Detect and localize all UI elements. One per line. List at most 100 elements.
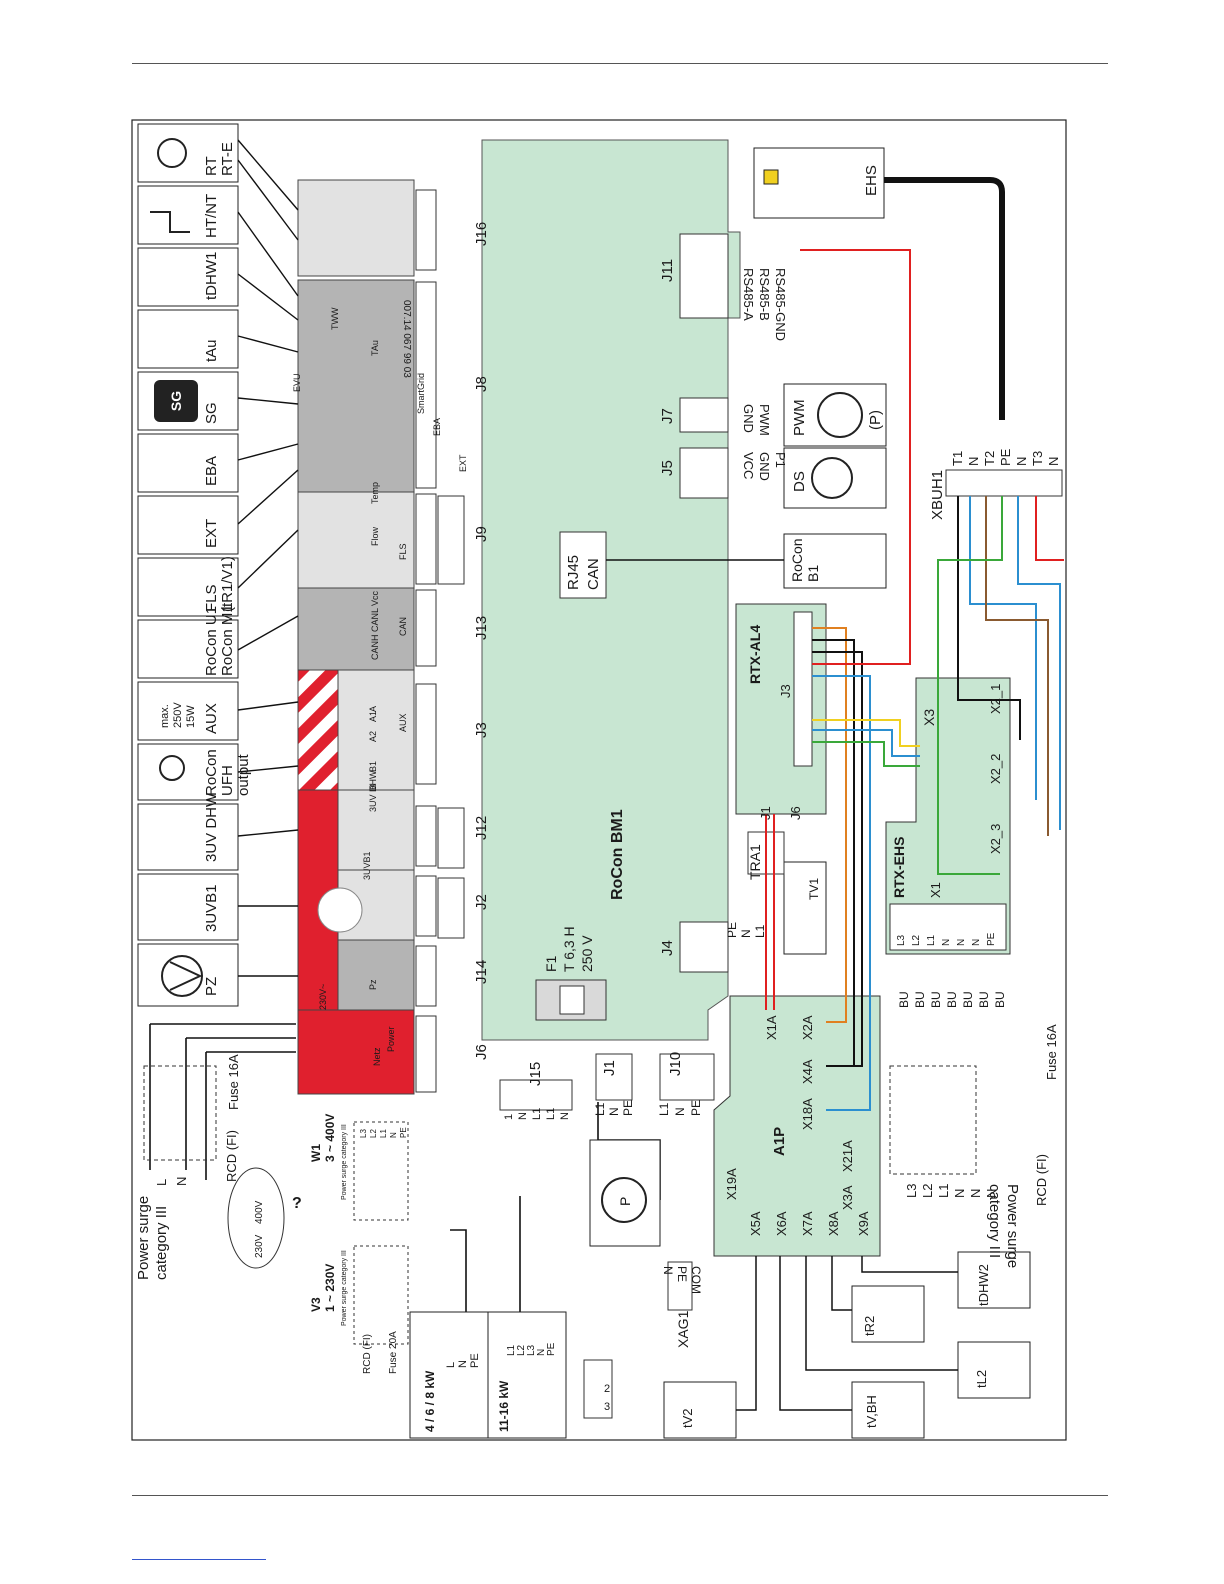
pwm-pin-1: PWM — [757, 404, 772, 436]
strip-label-18: B — [368, 784, 378, 790]
device-fls-0: FLS — [203, 584, 220, 612]
w1-0: W1 — [309, 1144, 323, 1162]
rcd-small: RCD (FI) — [362, 1334, 373, 1374]
j10-pin-0: L1 — [657, 1102, 671, 1116]
block-pin-1: 3 — [604, 1401, 610, 1413]
ds-sensor-circle — [811, 457, 853, 499]
terminal-column — [415, 189, 437, 1093]
strip-j9 — [297, 491, 415, 589]
device-htnt-0: HT/NT — [203, 194, 220, 238]
pump-circle — [601, 1177, 647, 1223]
terminal-j7: J7 — [659, 408, 676, 424]
v3-dashed-box — [353, 1245, 409, 1345]
device-rocon-u1-1: RoCon M1 — [219, 604, 236, 676]
j4-pin-1: N — [739, 929, 753, 938]
terminal-j12: J12 — [473, 816, 490, 840]
kw-large-pin-0: L1 — [506, 1344, 517, 1356]
a1p-term-x7a: X7A — [800, 1211, 815, 1236]
bu-label-5: BU — [977, 991, 991, 1008]
pump-box — [589, 1139, 661, 1247]
rtx-j1-label: J1 — [758, 806, 773, 820]
rj45-can — [559, 531, 607, 599]
sg-logo-text: SG — [168, 391, 184, 411]
xbuh1-pin-1: N — [966, 457, 981, 466]
w1-pin-4: PE — [399, 1127, 408, 1138]
strip-j14 — [337, 939, 415, 1011]
kw-large-pin-1: L2 — [516, 1344, 527, 1356]
strip-label-5: EXT — [458, 454, 468, 472]
x1-pin-2: L1 — [926, 934, 937, 946]
strip-label-13: A — [368, 706, 378, 712]
j1-pin-1: N — [607, 1107, 621, 1116]
kw-large-pin-2: L3 — [526, 1344, 537, 1356]
strip-label-0: EVU — [292, 373, 302, 392]
strip-label-6: Temp — [370, 482, 380, 504]
rcd-right: RCD (FI) — [1034, 1154, 1049, 1206]
fuse-right: Fuse 16A — [1044, 1024, 1059, 1080]
strip-label-17: B1 — [368, 761, 378, 772]
bu-label-2: BU — [929, 991, 943, 1008]
kw-small: 4 / 6 / 8 kW — [423, 1370, 437, 1432]
strip-label-3: SmartGrid — [416, 373, 426, 414]
strip-label-7: Flow — [370, 526, 380, 546]
rs485-1: RS485-B — [757, 268, 772, 321]
terminal-j13: J13 — [473, 616, 490, 640]
w1-pin-2: L1 — [379, 1129, 388, 1138]
w1-pin-3: N — [389, 1132, 398, 1138]
board-part-no: 007.14 067 99 03 — [401, 300, 412, 378]
sensor-1: tR2 — [862, 1316, 877, 1336]
surge-right-0: Power surge — [1004, 1184, 1021, 1268]
mains-right-4: N — [968, 1189, 983, 1198]
footer-rule — [132, 1495, 1108, 1496]
fuse-label-1: T 6,3 H — [561, 926, 577, 972]
kw-large-pin-3: N — [536, 1349, 547, 1356]
sensor-3: tV,BH — [864, 1395, 879, 1428]
device-3uv-dhw-0: 3UV DHW — [203, 792, 220, 862]
xbuh1-pin-6: N — [1046, 457, 1061, 466]
strip-label-20: 3UVB1 — [362, 851, 372, 880]
x1-label: X1 — [928, 882, 943, 898]
ehs-label: EHS — [863, 165, 880, 196]
aux-box-0: max. — [159, 704, 171, 728]
device-rocon-u1-0: RoCon U1 — [203, 606, 220, 676]
sensor-boxes — [663, 1251, 1031, 1439]
sensor-2: tL2 — [974, 1370, 989, 1388]
strip-label-8: FLS — [398, 543, 408, 560]
j1-pin-2: PE — [621, 1100, 635, 1116]
rcd-left: RCD (FI) — [224, 1130, 239, 1182]
strip-j16 — [297, 179, 415, 277]
strip-label-15: A2 — [368, 731, 378, 742]
cloud-230: 230V — [254, 1234, 265, 1258]
mains-right-2: L1 — [936, 1184, 951, 1198]
mains-right-5: N — [984, 1189, 999, 1198]
header-rule — [132, 63, 1108, 64]
ds-pin-0: VCC — [741, 452, 756, 479]
device-rocon-ufh-2: output — [235, 753, 252, 796]
strip-aux-hatch — [297, 669, 339, 791]
a1p-term-x4a: X4A — [800, 1059, 815, 1084]
footer-link-underline — [132, 1559, 266, 1560]
terminal-j16: J16 — [473, 222, 490, 246]
j1-pin-0: L1 — [593, 1102, 607, 1116]
j4-pin-0: PE — [725, 922, 739, 938]
rs485-0: RS485-A — [741, 268, 756, 321]
j4-pin-2: L1 — [753, 924, 767, 938]
xbuh1-terminal — [945, 469, 1063, 497]
mains-left-1: N — [174, 1177, 189, 1186]
xbuh1-pin-4: N — [1014, 457, 1029, 466]
terminal-j15: J15 — [527, 1062, 544, 1086]
tra1-label: TRA1 — [747, 844, 763, 880]
xag1-terminal — [667, 1261, 693, 1311]
strip-label-1: TWW — [330, 307, 340, 330]
sg-logo — [154, 380, 198, 422]
bu-label-0: BU — [897, 991, 911, 1008]
surge-left-1: category III — [153, 1206, 170, 1280]
terminal-j9: J9 — [473, 526, 490, 542]
rcd-right-box — [889, 1065, 977, 1175]
strip-label-4: EBA — [432, 418, 442, 436]
can-label: CAN — [585, 558, 602, 590]
terminal-j6: J6 — [473, 1044, 490, 1060]
strip-label-11: CANH — [370, 634, 380, 660]
mains-right-0: L3 — [904, 1184, 919, 1198]
